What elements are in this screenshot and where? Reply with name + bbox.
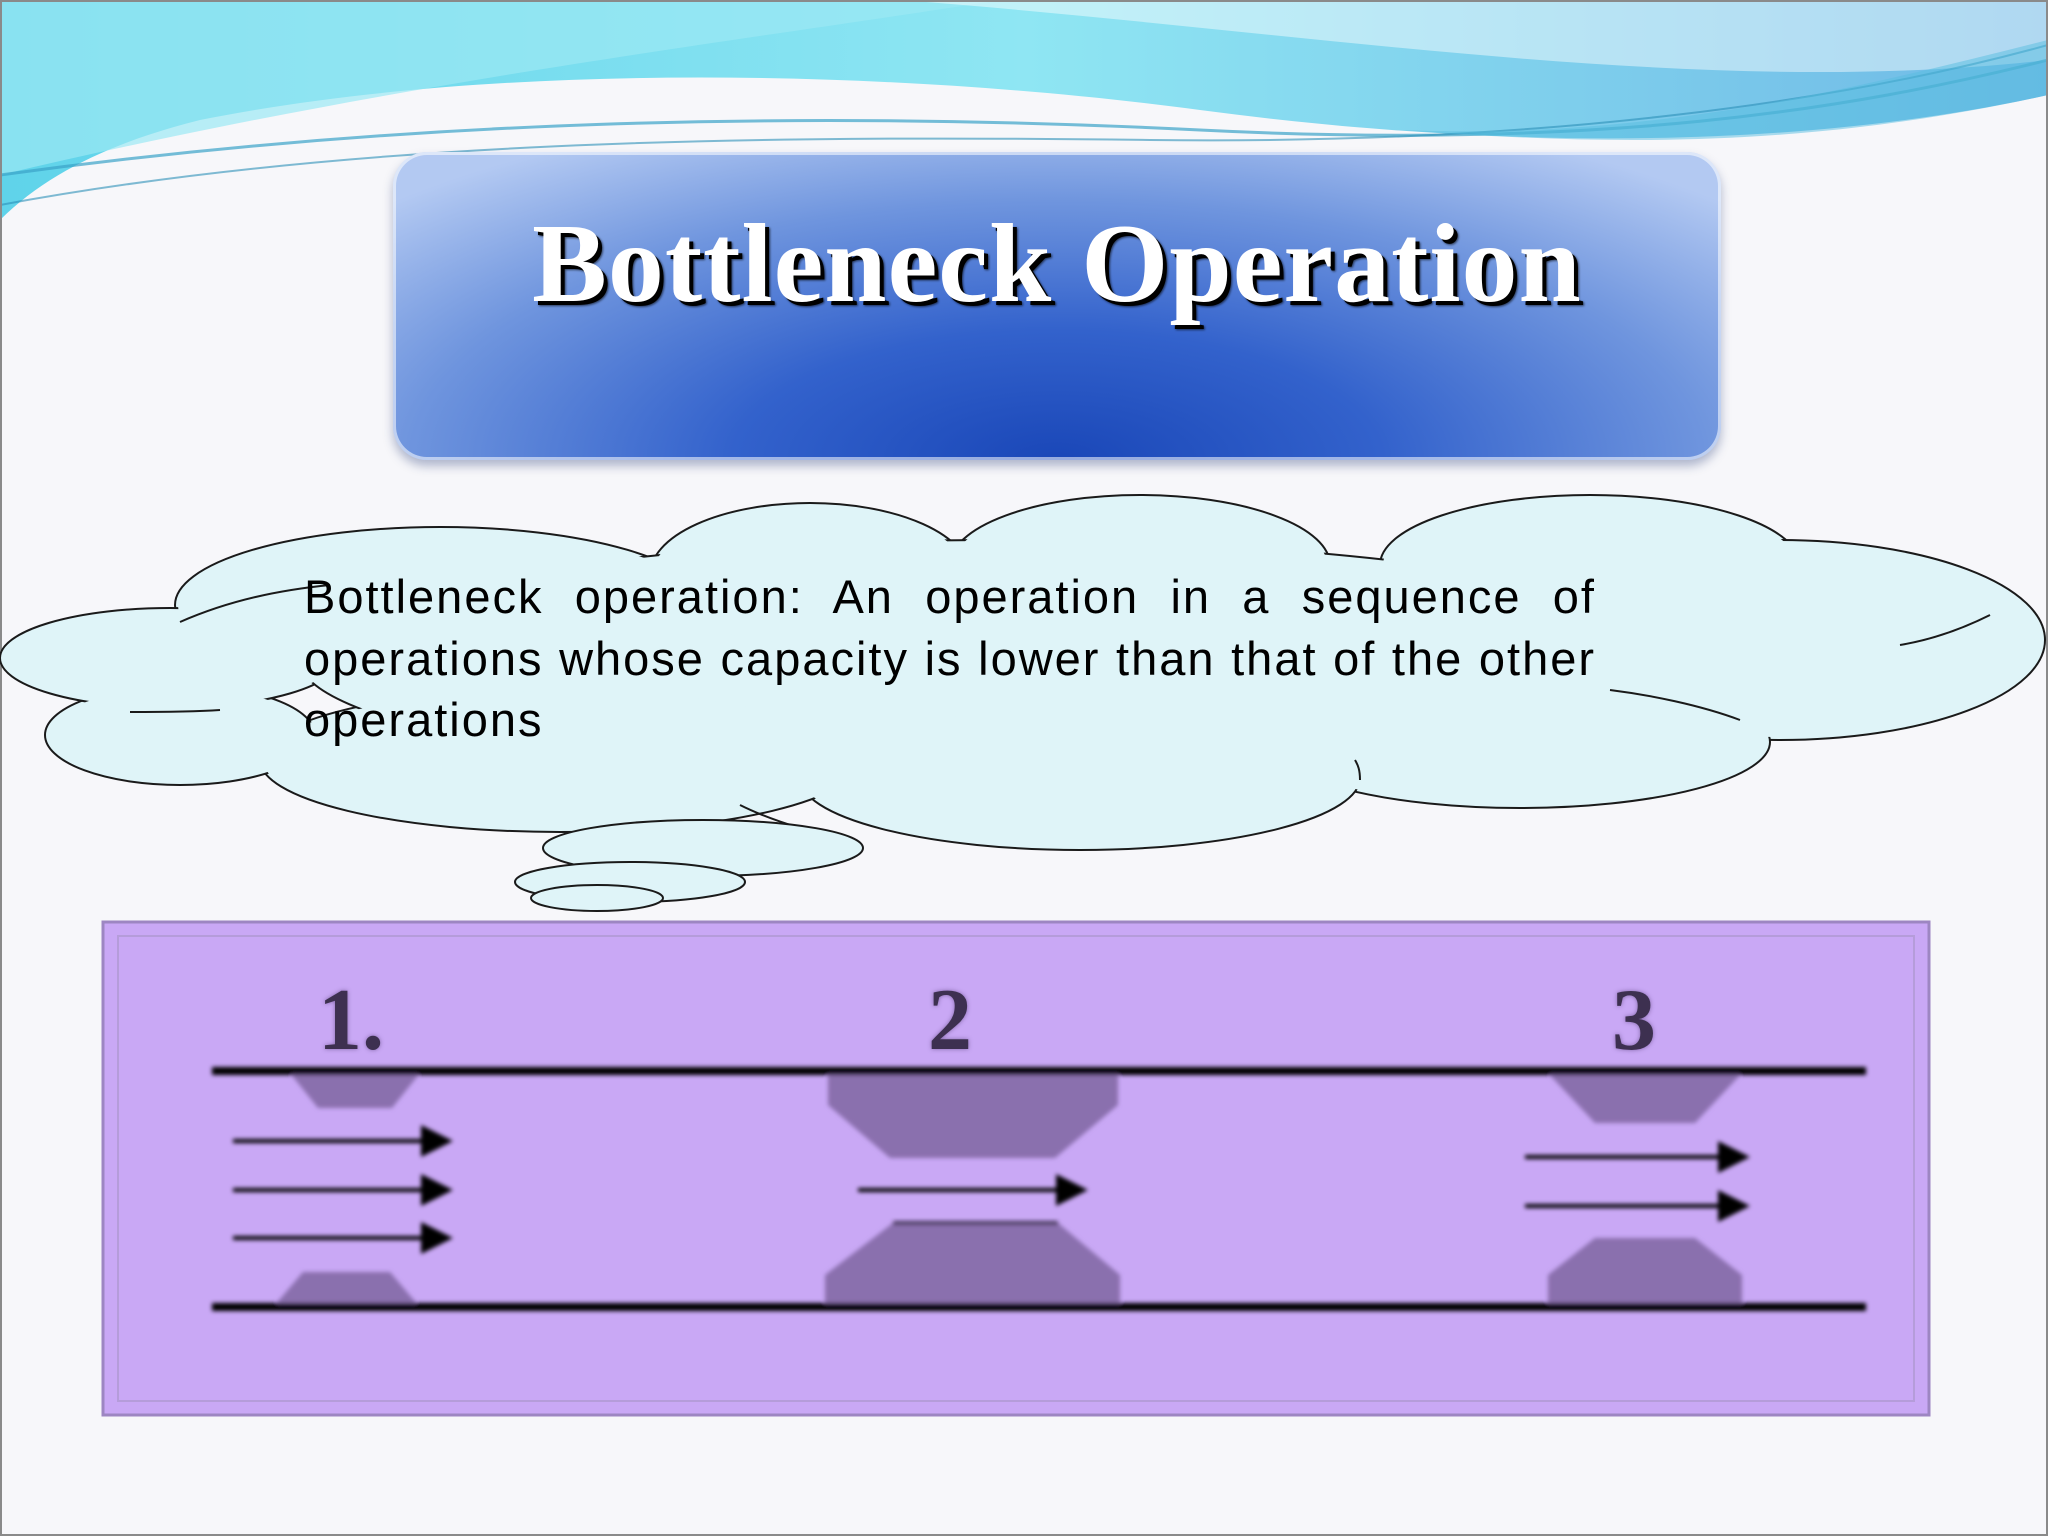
- stage-3-label: 3: [1612, 972, 1656, 1069]
- stage-2-label: 2: [928, 972, 972, 1069]
- stage-3-bottom-constriction: [1548, 1238, 1742, 1305]
- stage-1-top-constriction: [290, 1073, 420, 1108]
- stage-1-label: 1.: [318, 972, 384, 1069]
- slide-title: Bottleneck Operation: [532, 202, 1582, 326]
- definition-text: Bottleneck operation: An operation in a …: [304, 570, 1596, 746]
- diagram-panel: [101, 920, 1931, 1417]
- stage-2-top-constriction: [828, 1073, 1118, 1158]
- stage-1-bottom-constriction: [275, 1272, 418, 1305]
- stage-3-top-constriction: [1548, 1073, 1742, 1123]
- stage-2-bottom-constriction: [825, 1223, 1120, 1305]
- title-banner: Bottleneck Operation: [393, 152, 1721, 460]
